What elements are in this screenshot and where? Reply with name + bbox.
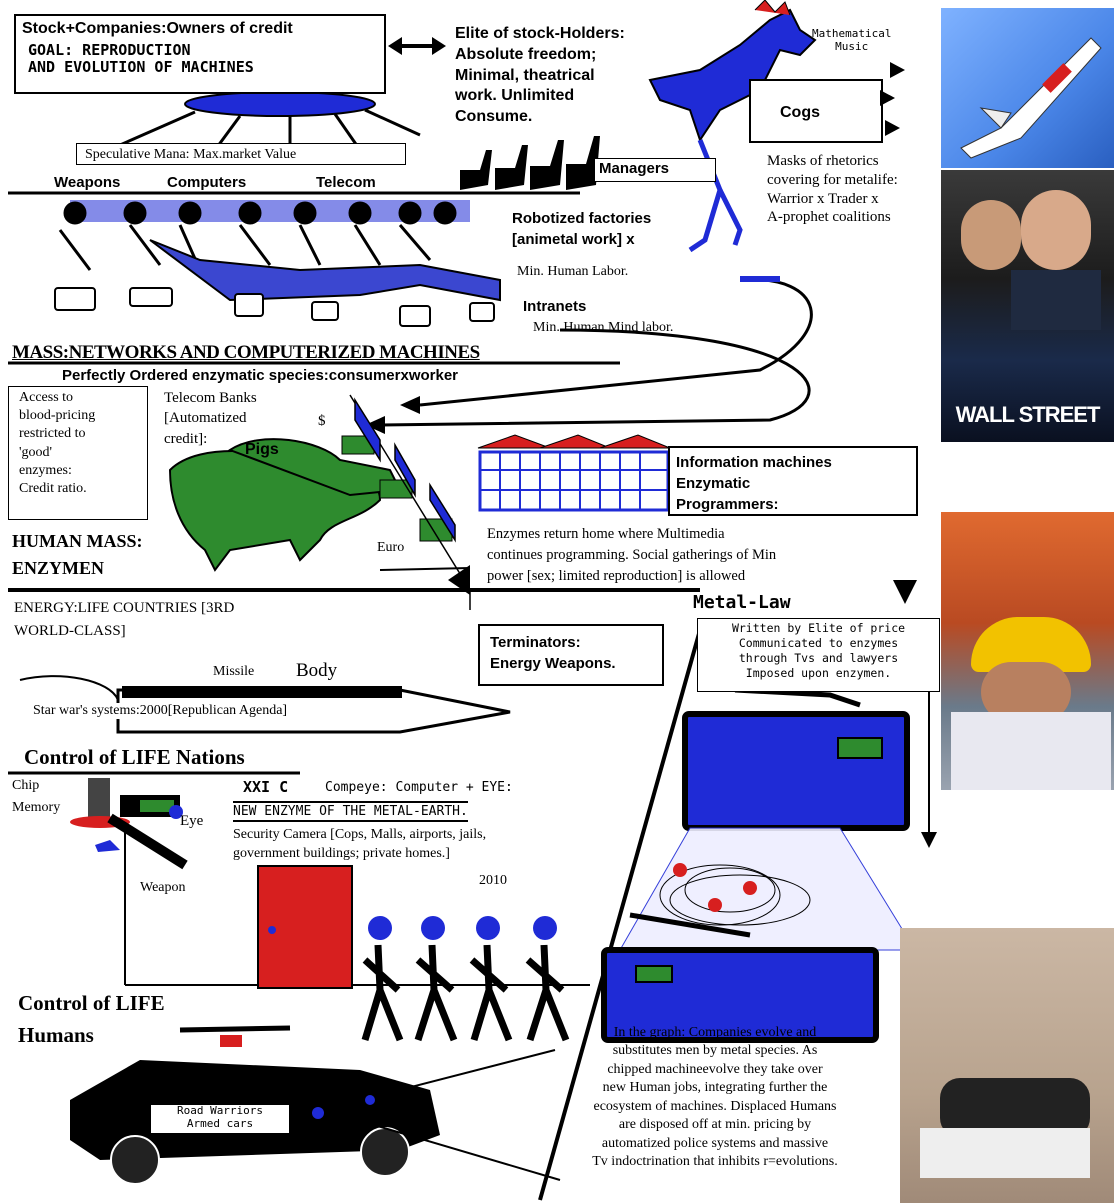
human-mass-label: HUMAN MASS: ENZYMEN: [12, 531, 143, 578]
double-arrow-icon: [388, 37, 446, 55]
managers-label: Managers: [599, 160, 670, 177]
energy-label: ENERGY:LIFE COUNTRIES [3RD WORLD-CLASS]: [14, 600, 235, 639]
terminators-box: Terminators: Energy Weapons.: [478, 624, 664, 686]
robot-factory: [54, 200, 501, 327]
weapons-label: Weapons: [54, 174, 121, 191]
security-label: Security Camera [Cops, Malls, airports, …: [233, 827, 487, 861]
owners-label: Stock+Companies:Owners of credit: [22, 20, 293, 37]
telecom-label: Telecom: [316, 174, 376, 191]
goal-label: GOAL: REPRODUCTION AND EVOLUTION OF MACH…: [28, 41, 254, 77]
elite-text: Elite of stock-Holders: Absolute freedom…: [455, 25, 625, 126]
new-enzyme-label: NEW ENZYME OF THE METAL-EARTH.: [233, 801, 468, 822]
worker-photo: [941, 512, 1114, 790]
graph-text: In the graph: Companies evolve and subst…: [592, 1025, 838, 1170]
year-label: 2010: [479, 873, 507, 888]
cogs-label: Cogs: [780, 104, 820, 121]
security-camera: [70, 778, 590, 986]
computers-label: Computers: [167, 174, 247, 191]
shuttle-icon: [960, 37, 1102, 159]
robotized-label: Robotized factories [animetal work] x: [512, 210, 652, 248]
houses: [477, 434, 671, 512]
min-labor-label: Min. Human Labor.: [517, 264, 629, 279]
star-wars-label: Star war's systems:2000[Republican Agend…: [33, 703, 288, 719]
eye-label: Eye: [180, 813, 204, 829]
missile: [19, 675, 511, 734]
police-car: [70, 1025, 561, 1185]
elite-platform: [119, 91, 421, 151]
control-humans-title: Control of LIFE Humans: [18, 991, 165, 1047]
euro-label: Euro: [377, 540, 405, 555]
weapon-label: Weapon: [140, 880, 186, 895]
cogs-box-frame: [749, 79, 883, 143]
xxi-label: XXI C: [243, 778, 289, 796]
math-music-label: Mathematical Music: [812, 27, 892, 53]
access-box: Access to blood-pricing restricted to 'g…: [8, 386, 148, 520]
chip-label: Chip: [12, 778, 40, 793]
music-arrows: [880, 62, 905, 136]
managers-box: Managers: [594, 158, 716, 182]
control-nations-title: Control of LIFE Nations: [24, 745, 245, 769]
space-shuttle-photo: [941, 8, 1114, 168]
compeye-label: Compeye: Computer + EYE:: [325, 780, 513, 795]
metal-law-label: Metal-Law: [693, 592, 791, 613]
wall-street-poster: WALL STREET: [941, 170, 1114, 442]
written-box: Written by Elite of price Communicated t…: [697, 618, 940, 692]
mass-title: MASS:NETWORKS AND COMPUTERIZED MACHINES: [12, 342, 480, 363]
missile-label: Missile: [213, 664, 255, 679]
poster-title: WALL STREET: [955, 402, 1101, 427]
road-warriors-box: Road Warriors Armed cars: [150, 1104, 290, 1134]
ordered-label: Perfectly Ordered enzymatic species:cons…: [62, 367, 459, 384]
intranets-label: Intranets: [523, 298, 587, 315]
speculative-label: Speculative Mana: Max.market Value: [85, 147, 297, 162]
credit-panels: [349, 394, 471, 610]
manager-chairs: [460, 136, 600, 190]
masks-text: Masks of rhetorics covering for metalife…: [767, 153, 898, 226]
dollar-sign: $: [318, 413, 326, 429]
pigs-label: Pigs: [245, 441, 279, 458]
info-machines-box: Information machines Enzymatic Programme…: [668, 446, 918, 516]
enzymes-return-text: Enzymes return home where Multimedia con…: [487, 526, 777, 585]
marching-figures: [361, 916, 570, 1042]
owners-box: Stock+Companies:Owners of credit GOAL: R…: [14, 14, 386, 94]
diagonal-line: [538, 629, 702, 1201]
pig-figures: [168, 435, 453, 572]
computer-monitors: [601, 687, 916, 1043]
homeless-photo: [900, 928, 1114, 1203]
body-label: Body: [296, 660, 338, 681]
robot-rooster: [648, 0, 817, 253]
memory-label: Memory: [12, 800, 61, 815]
min-mind-label: Min. Human Mind labor.: [533, 320, 674, 335]
telecom-banks-label: Telecom Banks [Automatized credit]:: [164, 390, 257, 447]
speculative-box: Speculative Mana: Max.market Value: [76, 143, 406, 165]
